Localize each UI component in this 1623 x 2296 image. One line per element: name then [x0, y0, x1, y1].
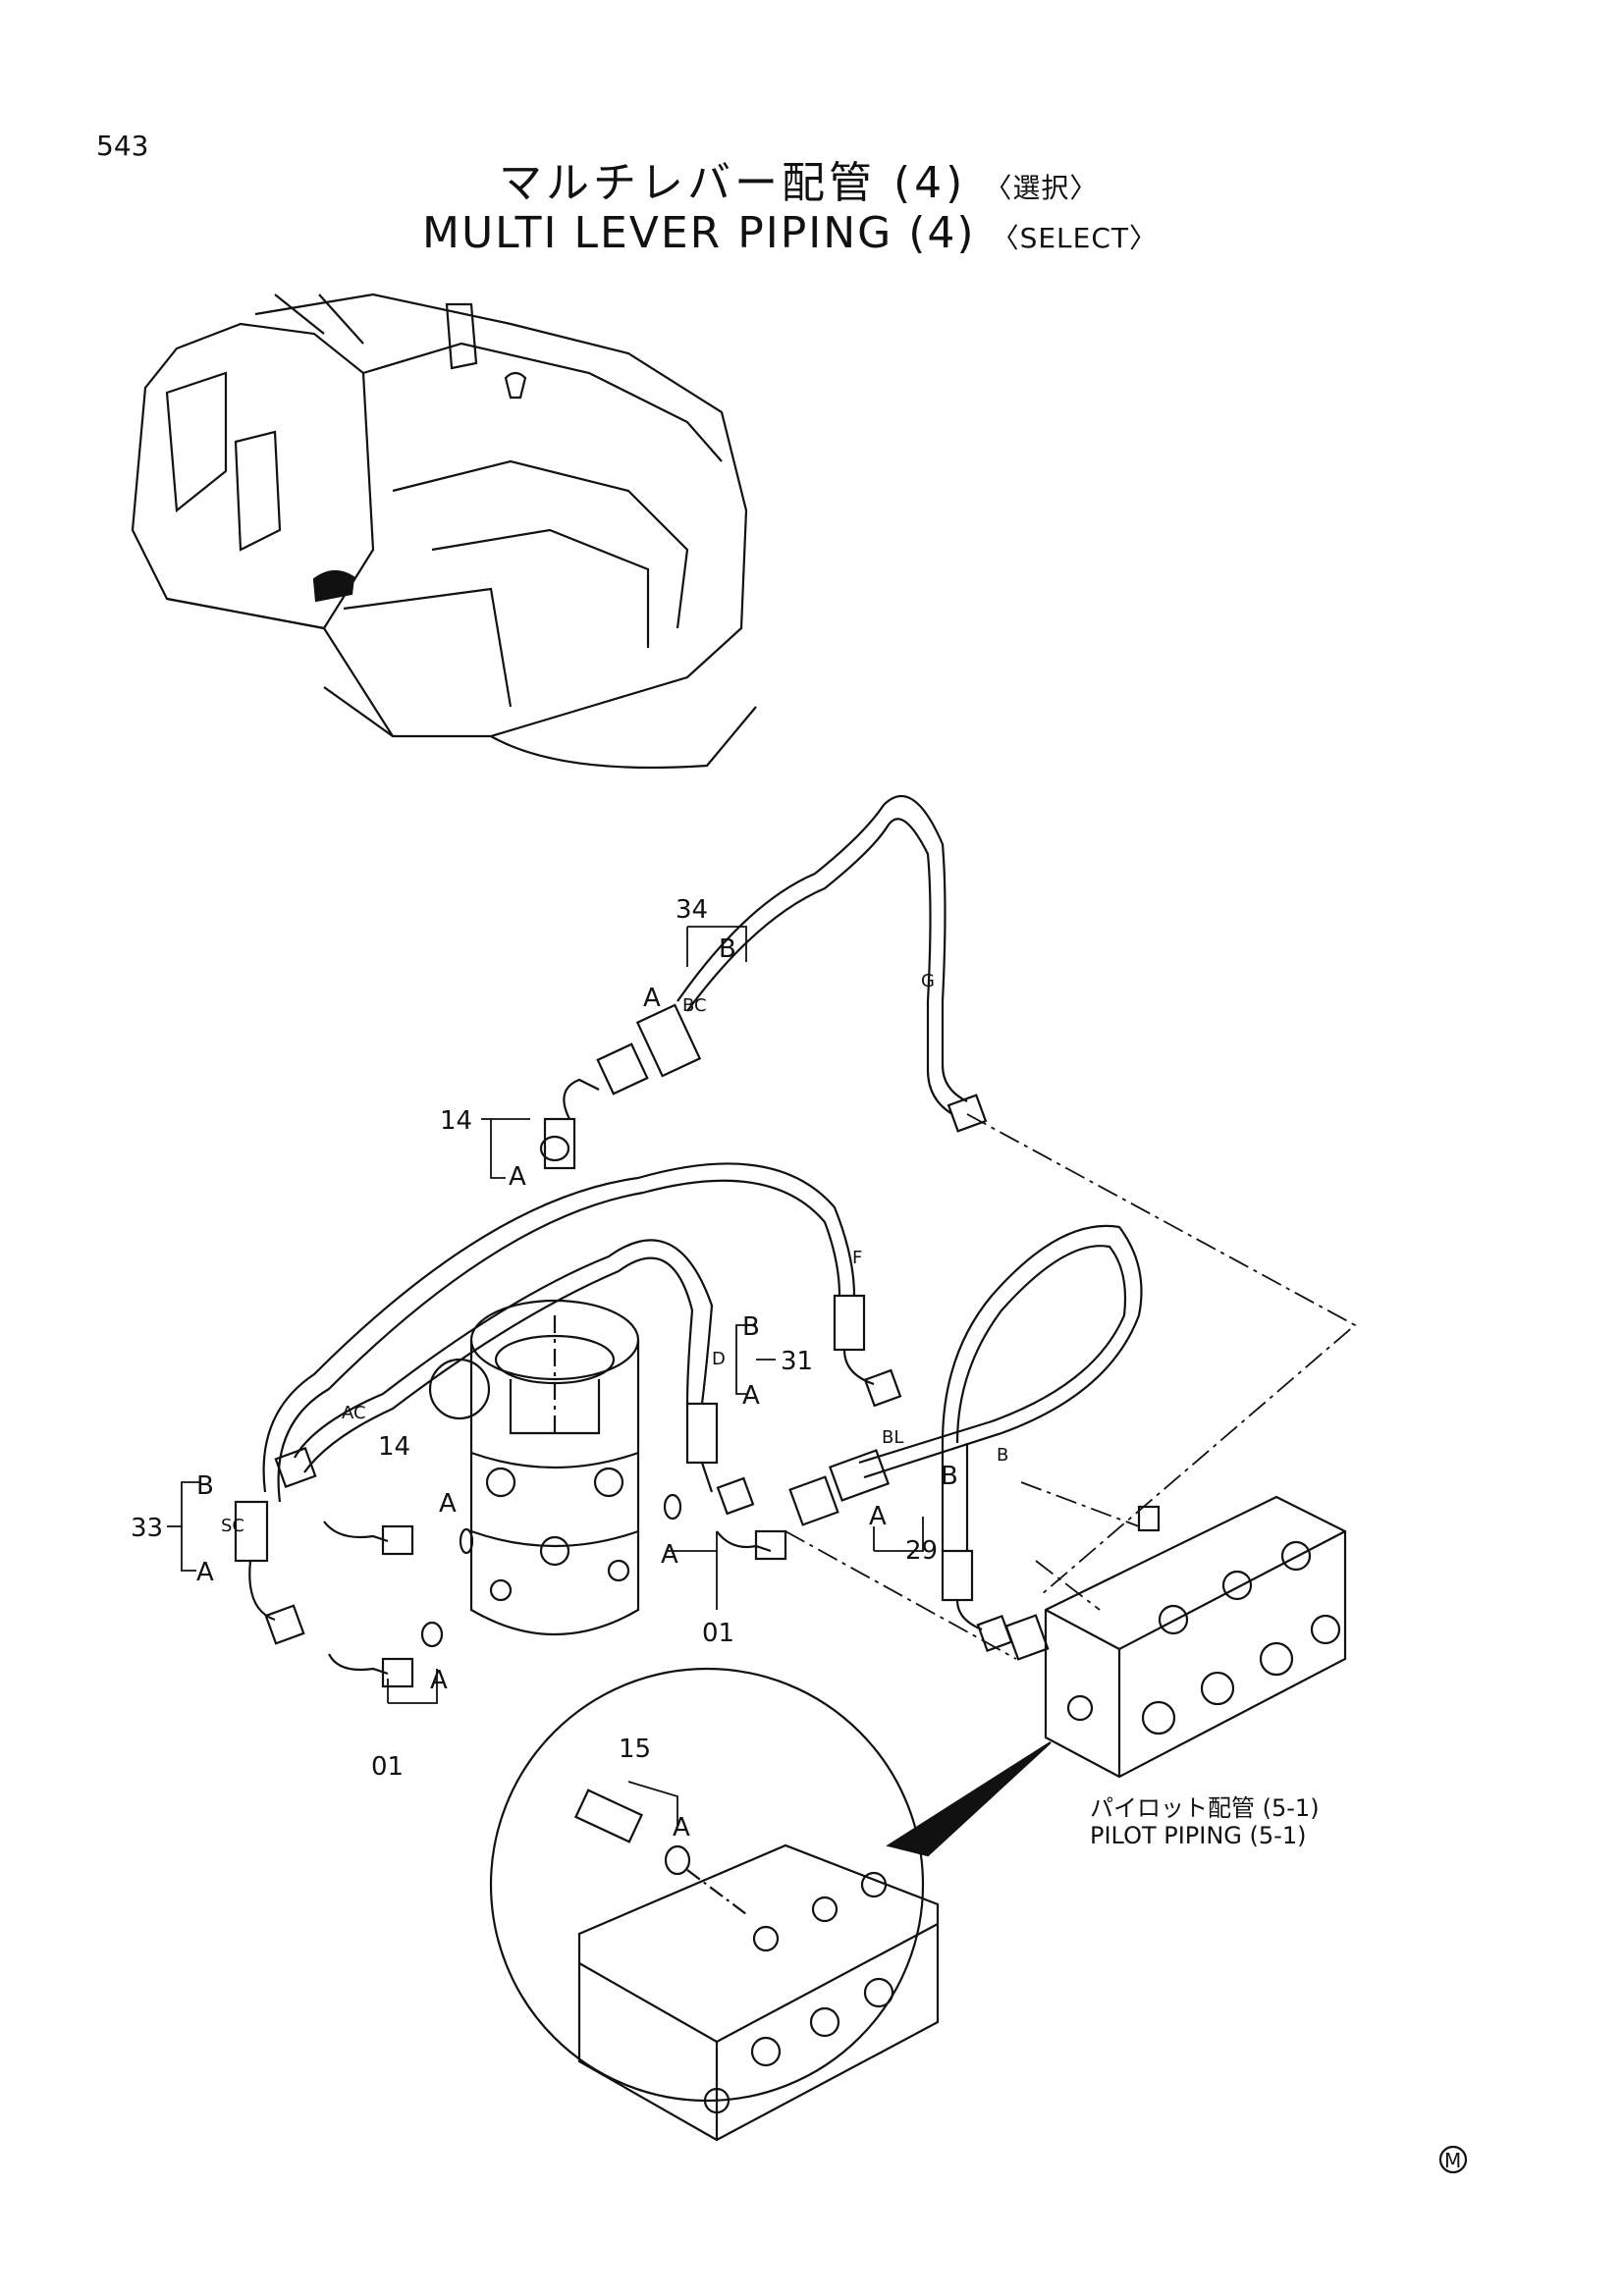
label-f: F	[852, 1248, 862, 1268]
maker-mark: M	[1438, 2145, 1468, 2174]
label-a-34: A	[643, 984, 661, 1013]
callout-33: 33	[131, 1514, 163, 1543]
label-b-31: B	[742, 1312, 760, 1342]
label-sc: SC	[221, 1516, 244, 1536]
label-a-33: A	[196, 1558, 214, 1587]
label-bc: BC	[682, 995, 707, 1016]
label-b-bl: B	[997, 1445, 1008, 1466]
letter-labels: A B BC G A F B D A AC BL B B A B SC A A …	[196, 934, 1008, 1842]
label-a-31: A	[742, 1381, 760, 1411]
label-a-29: A	[869, 1502, 887, 1531]
page-number: 543	[96, 130, 149, 162]
label-g: G	[921, 971, 935, 991]
leader-lines	[784, 1113, 1357, 1660]
title-english: MULTI LEVER PIPING (4) 〈SELECT〉	[422, 208, 1158, 258]
title-english-main: MULTI LEVER PIPING (4)	[422, 208, 976, 258]
title-japanese-sub: 〈選択〉	[984, 172, 1099, 204]
title-japanese: マルチレバー配管 (4) 〈選択〉	[499, 147, 1098, 210]
maker-mark-letter: M	[1444, 2149, 1461, 2172]
callout-14-lower: 14	[378, 1432, 410, 1462]
reference-english: PILOT PIPING (5-1)	[1090, 1822, 1307, 1849]
label-a-15: A	[673, 1813, 690, 1842]
title-japanese-main: マルチレバー配管 (4)	[499, 158, 967, 208]
label-a-01-left: A	[430, 1666, 448, 1695]
label-ac: AC	[342, 1403, 366, 1423]
callout-01-left: 01	[371, 1752, 404, 1782]
hoses	[262, 794, 1143, 1551]
callout-15: 15	[619, 1735, 651, 1764]
label-b-34: B	[719, 934, 736, 964]
callout-14-upper: 14	[440, 1106, 472, 1136]
callout-29: 29	[905, 1536, 938, 1566]
label-a-14-lower: A	[439, 1489, 457, 1519]
callout-numbers: 34 14 14 31 33 01 01 29 15	[131, 895, 938, 1782]
fittings	[234, 1001, 1161, 1688]
callout-34: 34	[676, 895, 708, 925]
reference-japanese: パイロット配管 (5-1)	[1090, 1794, 1320, 1822]
callout-brackets	[167, 926, 924, 1826]
detail-inset	[489, 1667, 1052, 2142]
label-a-01-right: A	[661, 1540, 678, 1570]
callout-31: 31	[781, 1347, 813, 1376]
label-b-33: B	[196, 1471, 214, 1501]
callout-01-right: 01	[702, 1619, 734, 1648]
valve-block	[1044, 1495, 1347, 1779]
label-bl: BL	[882, 1427, 903, 1448]
label-b-29: B	[941, 1462, 958, 1491]
valve-body	[469, 1299, 640, 1636]
title-english-sub: 〈SELECT〉	[991, 222, 1158, 254]
label-a-14-upper: A	[509, 1162, 526, 1192]
excavator-illustration	[131, 293, 757, 770]
label-d: D	[712, 1349, 726, 1369]
